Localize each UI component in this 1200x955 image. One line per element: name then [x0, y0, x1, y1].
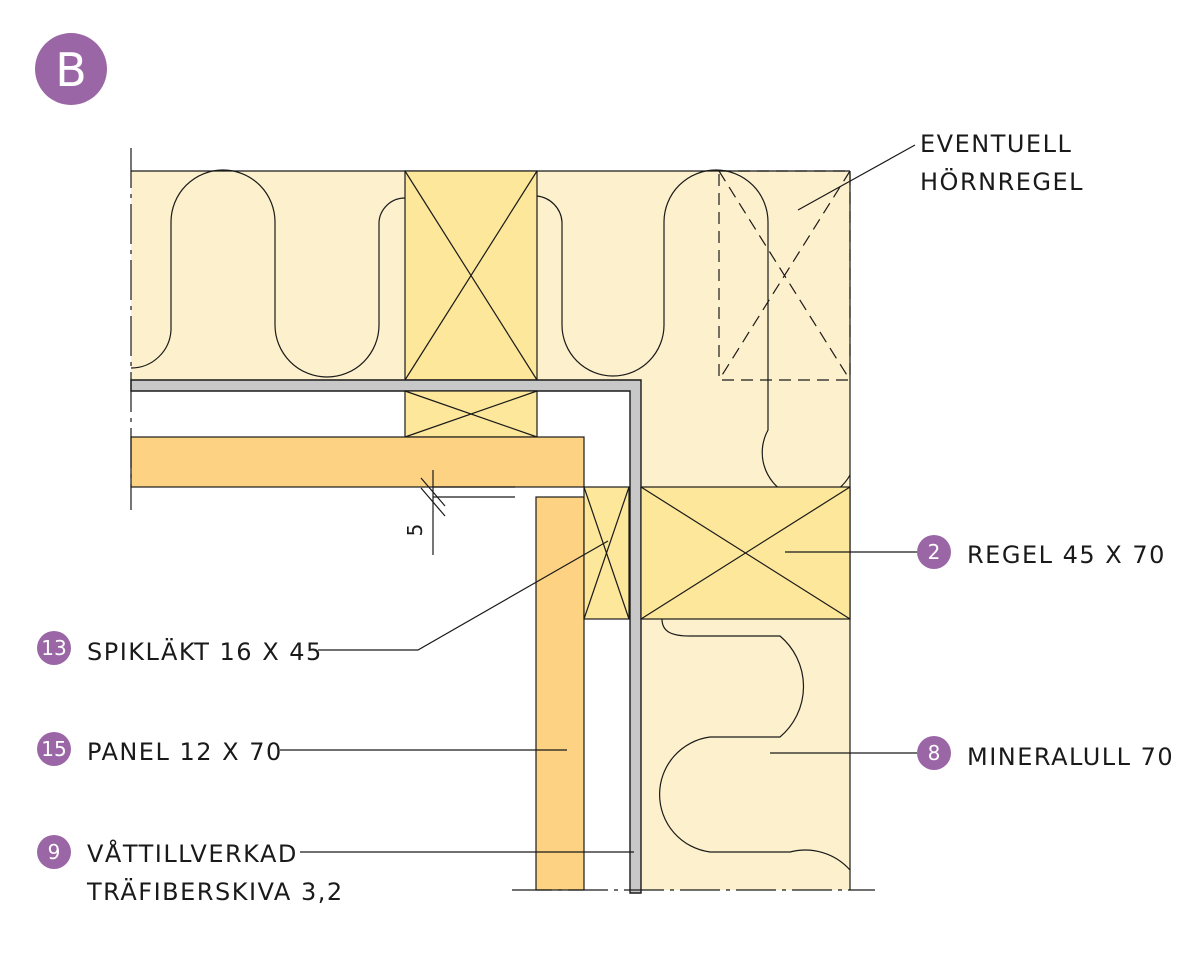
svg-text:15: 15	[41, 737, 66, 761]
board-label-line1: VÅTTILLVERKAD	[87, 839, 298, 868]
stud-badge	[917, 535, 951, 569]
panel-vertical	[535, 496, 585, 891]
gap-dimension-value: 5	[403, 524, 427, 537]
insulation-right-wall	[640, 380, 850, 890]
insulation-wave-right	[659, 618, 851, 871]
corner-stud-dashed	[718, 170, 851, 381]
stud-right-wall	[640, 486, 851, 620]
insulation-label: MINERALULL 70	[967, 743, 1174, 771]
insulation-badge	[917, 736, 951, 770]
batten-top-wall	[404, 390, 538, 438]
svg-text:13: 13	[41, 636, 66, 660]
stud-top-wall	[404, 170, 538, 381]
corner-stud-label-line2: HÖRNREGEL	[920, 167, 1084, 196]
panel-label: PANEL 12 X 70	[87, 738, 283, 766]
gap-dimension	[420, 470, 515, 555]
batten-label: SPIKLÄKT 16 X 45	[87, 637, 323, 666]
stud-label: REGEL 45 X 70	[967, 541, 1166, 569]
svg-text:B: B	[55, 43, 87, 97]
svg-text:8: 8	[928, 741, 941, 765]
svg-text:9: 9	[48, 840, 61, 864]
panel-horizontal	[130, 436, 585, 488]
batten-badge	[37, 631, 71, 665]
insulation-wave-top	[130, 169, 851, 500]
break-lines	[130, 148, 875, 891]
corner-stud-label-line1: EVENTUELL	[920, 130, 1072, 158]
panel-badge	[37, 732, 71, 766]
batten-vertical	[583, 486, 630, 620]
board-badge	[37, 835, 71, 869]
board-label-line2: TRÄFIBERSKIVA 3,2	[86, 877, 344, 906]
section-badge: B	[35, 33, 107, 105]
svg-text:2: 2	[928, 540, 941, 564]
